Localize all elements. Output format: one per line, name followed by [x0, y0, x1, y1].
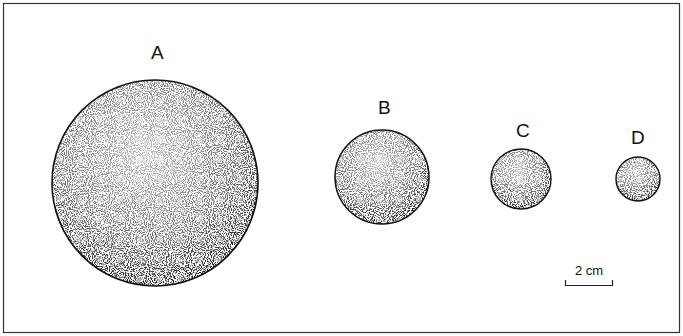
sphere — [616, 157, 660, 201]
scale-bar — [566, 280, 613, 286]
frame — [4, 4, 680, 333]
scale-label: 2 cm — [575, 264, 603, 277]
sphere — [335, 130, 429, 224]
sphere — [52, 80, 258, 286]
sphere-label: B — [378, 98, 391, 117]
sphere-label: C — [516, 121, 530, 140]
sphere-label: D — [631, 128, 645, 147]
sphere — [491, 149, 551, 209]
sphere-label: A — [151, 43, 164, 62]
